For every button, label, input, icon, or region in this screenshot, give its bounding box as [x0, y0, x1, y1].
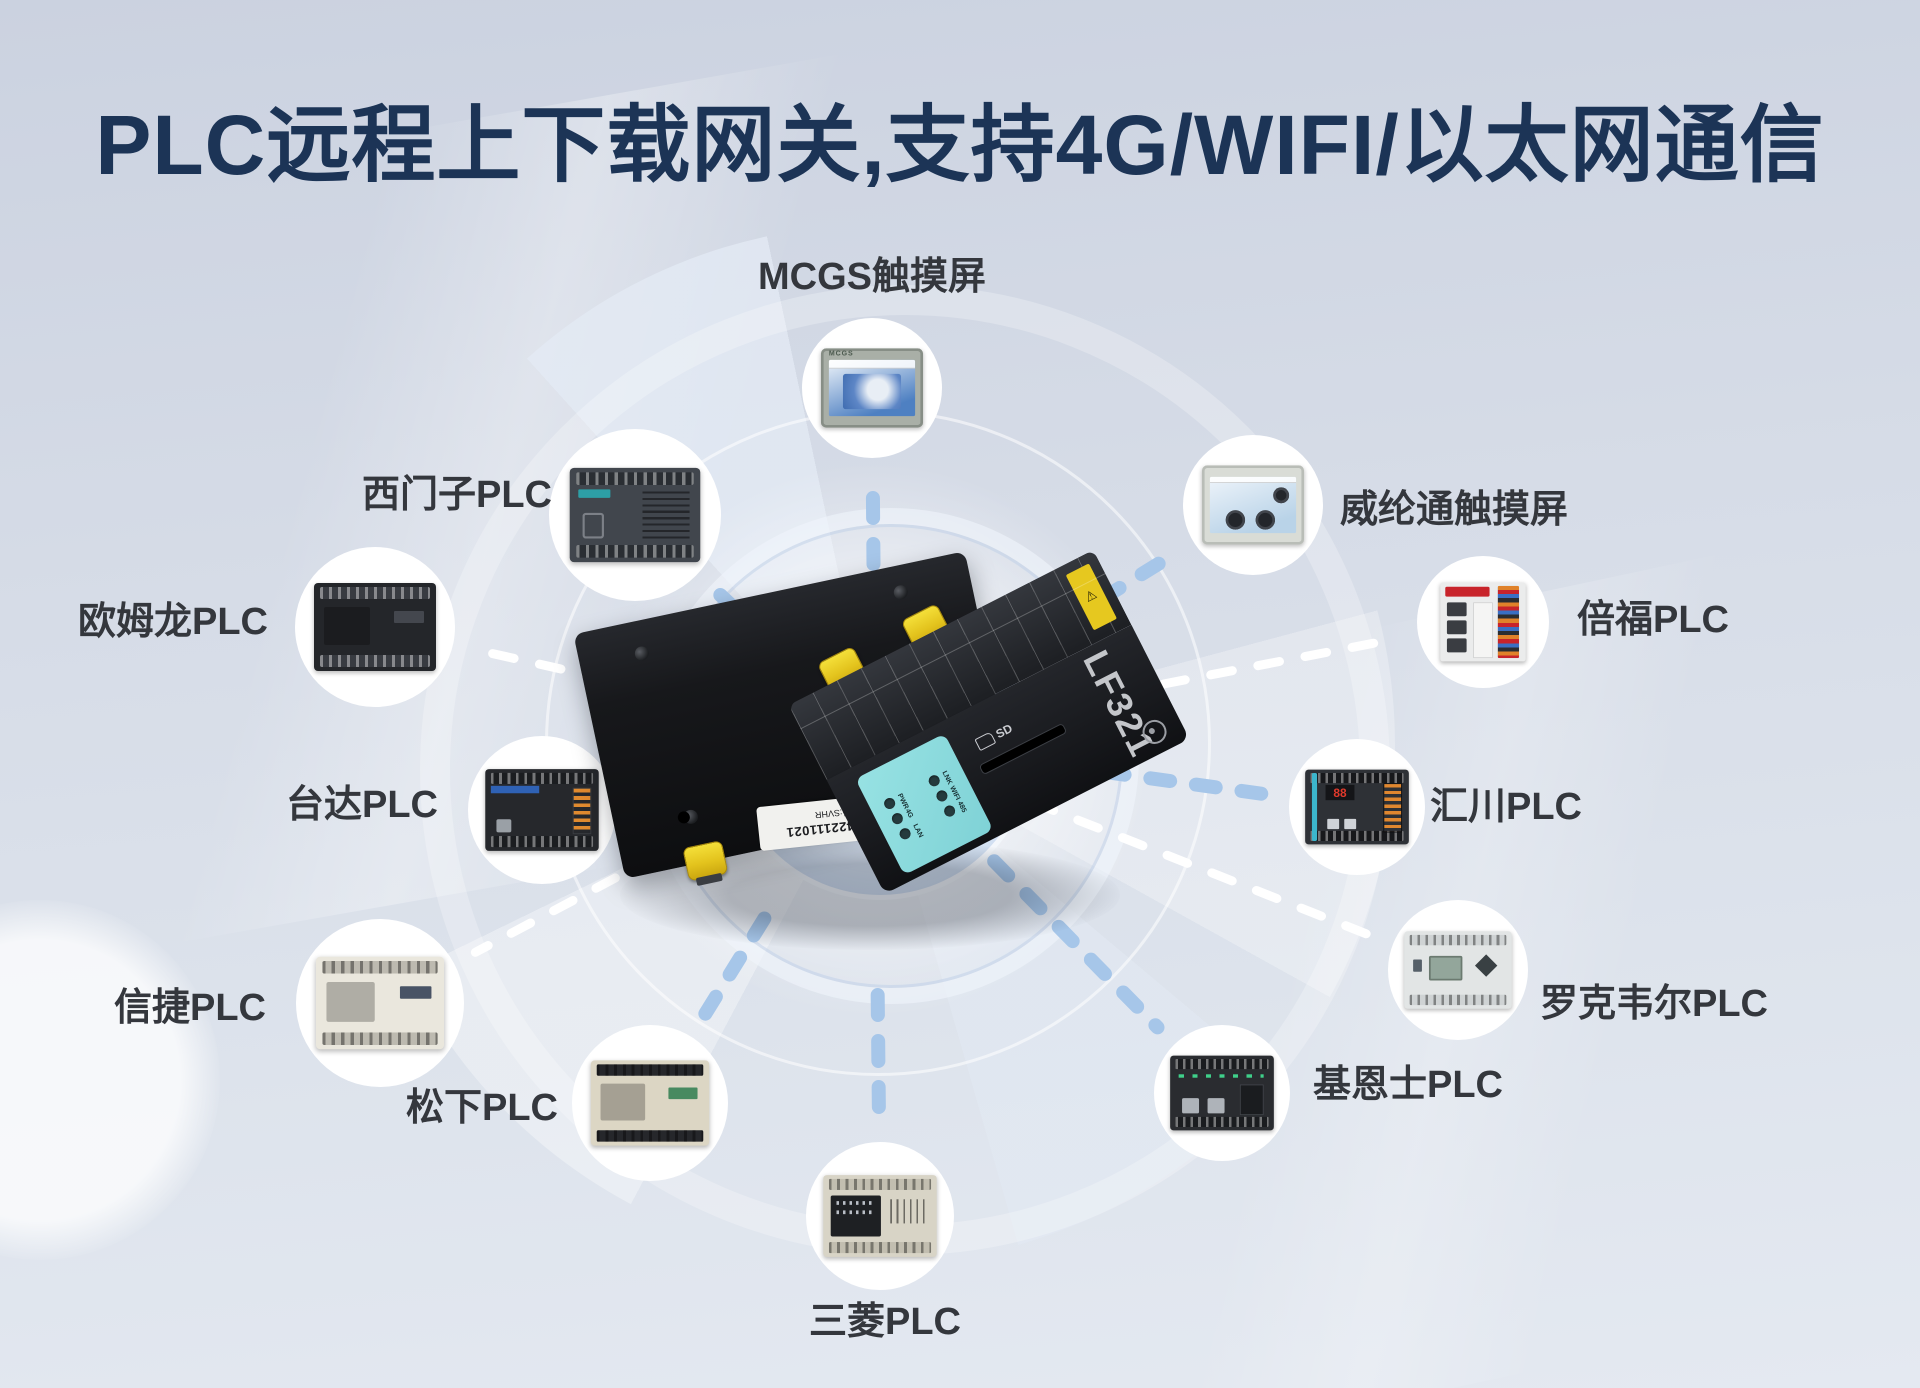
node-circle-siemens	[549, 429, 721, 601]
node-circle-rockwell	[1388, 900, 1528, 1040]
node-label-beckhoff: 倍福PLC	[1577, 599, 1730, 641]
warning-sticker: ⚠	[1065, 563, 1118, 631]
screw-icon	[892, 584, 910, 601]
sd-marking: SD	[993, 721, 1015, 742]
sma-antenna-connector	[682, 840, 729, 882]
spoke-panasonic	[696, 911, 772, 1024]
node-label-panasonic: 松下PLC	[405, 1087, 558, 1129]
led-indicator-lnk: LNK	[926, 768, 953, 788]
node-label-mcgs: MCGS触摸屏	[757, 256, 986, 298]
led-dot	[926, 772, 942, 788]
node-circle-panasonic	[572, 1025, 728, 1181]
led-indicator-wifi: WIFI	[934, 783, 961, 803]
device-photo-mitsubishi	[823, 1175, 937, 1257]
node-circle-beckhoff	[1417, 556, 1549, 688]
node-label-siemens: 西门子PLC	[361, 474, 552, 516]
device-photo-beckhoff	[1440, 582, 1526, 662]
spoke-rockwell	[1028, 797, 1376, 941]
node-circle-delta	[468, 736, 616, 884]
screw-icon	[633, 645, 651, 662]
node-circle-mitsubishi	[806, 1142, 954, 1290]
device-photo-weinview	[1201, 465, 1305, 545]
node-circle-inovance: 88	[1289, 739, 1425, 875]
node-label-delta: 台达PLC	[285, 784, 438, 826]
node-circle-keyence	[1154, 1025, 1290, 1161]
led-indicator-lan: LAN	[897, 821, 924, 841]
node-label-xinje: 信捷PLC	[113, 987, 266, 1029]
page-title: PLC远程上下载网关,支持4G/WIFI/以太网通信	[95, 98, 1825, 192]
led-dot	[882, 795, 897, 811]
node-label-keyence: 基恩士PLC	[1313, 1064, 1504, 1106]
device-photo-mcgs: MCGS	[820, 348, 924, 428]
node-label-mitsubishi: 三菱PLC	[808, 1301, 961, 1343]
node-circle-xinje	[296, 919, 464, 1087]
model-label: LF321	[1075, 643, 1164, 764]
node-label-rockwell: 罗克韦尔PLC	[1540, 983, 1769, 1025]
sd-slot: SD	[974, 721, 1015, 751]
node-label-inovance: 汇川PLC	[1430, 786, 1583, 828]
node-label-omron: 欧姆龙PLC	[77, 601, 268, 643]
sd-card-icon	[974, 730, 997, 751]
device-photo-siemens	[569, 467, 701, 563]
node-circle-omron	[295, 547, 455, 707]
spoke-mitsubishi	[870, 987, 886, 1126]
device-photo-inovance: 88	[1305, 769, 1409, 845]
device-photo-omron	[314, 583, 436, 671]
node-label-weinview: 威纶通触摸屏	[1340, 489, 1569, 531]
led-indicator-pwr: PWR	[882, 791, 909, 811]
node-circle-weinview	[1183, 435, 1323, 575]
led-dot	[942, 803, 957, 819]
spoke-keyence	[987, 854, 1165, 1035]
node-circle-mcgs: MCGS	[802, 318, 942, 458]
device-photo-delta	[485, 769, 599, 851]
led-dot	[934, 788, 950, 803]
device-photo-xinje	[315, 956, 445, 1050]
device-photo-rockwell	[1404, 931, 1512, 1009]
led-dot	[897, 825, 913, 841]
device-photo-keyence	[1170, 1055, 1274, 1131]
device-photo-panasonic	[590, 1060, 710, 1146]
led-dot	[889, 810, 905, 826]
